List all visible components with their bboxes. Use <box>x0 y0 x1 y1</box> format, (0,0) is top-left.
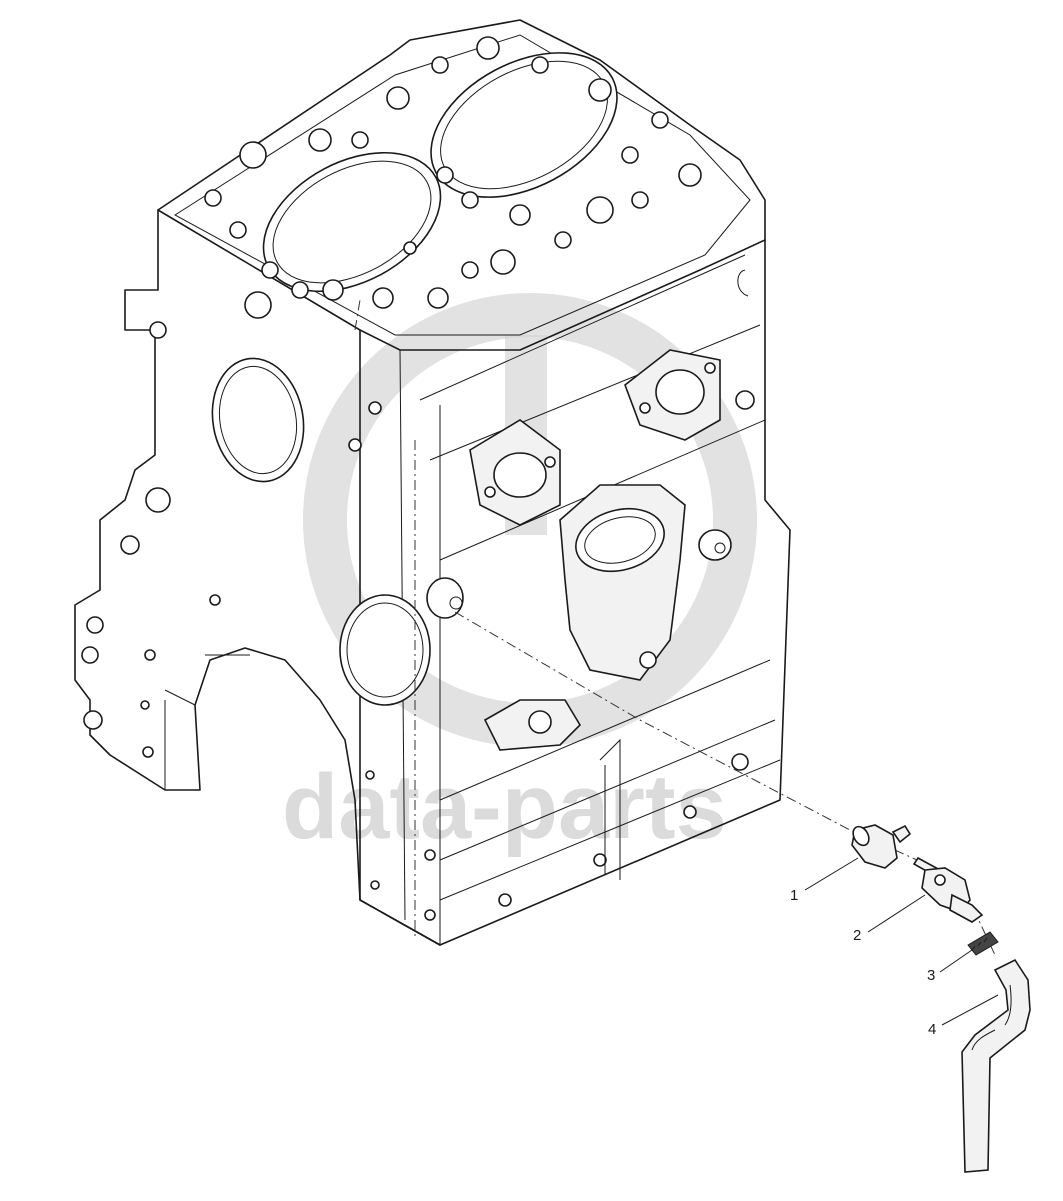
callout-number-2: 2 <box>853 927 861 944</box>
engine-block <box>74 19 791 946</box>
part-2-drain-cock <box>912 856 984 923</box>
watermark-text: data-parts <box>282 756 727 858</box>
part-4-drain-hose <box>961 958 1031 1173</box>
camshaft-bore <box>211 357 305 483</box>
part-3-hose-clamp <box>967 931 999 956</box>
callout-leaders <box>804 857 999 1026</box>
callout-number-3: 3 <box>927 967 935 984</box>
deck-holes <box>204 36 702 309</box>
crankshaft-bore <box>339 594 431 706</box>
cylinder-bore-front <box>430 52 618 198</box>
part-1-fitting <box>851 824 912 869</box>
callout-number-1: 1 <box>790 887 798 904</box>
callout-number-4: 4 <box>928 1021 936 1038</box>
